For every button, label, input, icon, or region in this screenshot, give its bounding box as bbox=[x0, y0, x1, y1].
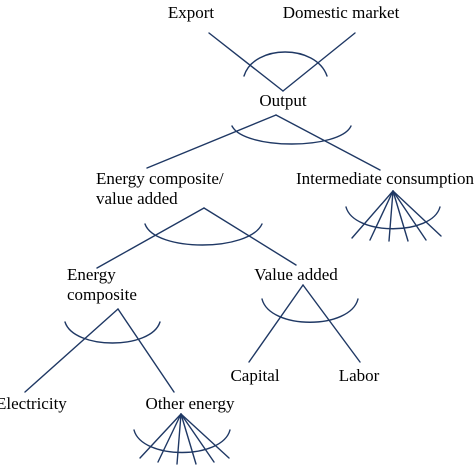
edge-export-output bbox=[208, 32, 284, 92]
fan-intermediate-2 bbox=[369, 190, 394, 241]
edge-valueadded-capital bbox=[248, 284, 304, 363]
fan-otherenergy-2 bbox=[157, 413, 182, 463]
node-energy-composite-line1: Energy bbox=[67, 265, 116, 284]
edge-ecva-energy bbox=[96, 207, 205, 269]
edge-valueadded-labor bbox=[302, 284, 361, 363]
fan-intermediate-3 bbox=[388, 190, 394, 242]
node-value-added: Value added bbox=[254, 265, 338, 284]
node-energy-composite-value-added-line2: value added bbox=[96, 189, 178, 208]
ces-arc-energy bbox=[64, 321, 161, 344]
node-intermediate-consumption: Intermediate consumption bbox=[296, 169, 474, 188]
fan-intermediate-1 bbox=[351, 190, 394, 239]
edge-output-ecva bbox=[146, 114, 277, 169]
edge-output-intermediate bbox=[275, 114, 381, 171]
fan-intermediate-6 bbox=[392, 190, 442, 237]
node-energy-composite-value-added: Energy composite/ value added bbox=[96, 169, 228, 208]
node-output: Output bbox=[259, 91, 307, 110]
node-labor: Labor bbox=[339, 366, 380, 385]
ces-arc-ecva bbox=[144, 223, 263, 246]
node-domestic-market: Domestic market bbox=[283, 3, 400, 22]
node-export: Export bbox=[168, 3, 215, 22]
fan-otherenergy-3 bbox=[176, 413, 182, 465]
ces-arc-output bbox=[231, 125, 352, 145]
leontief-arc-intermediate bbox=[345, 206, 441, 230]
fan-otherenergy-1 bbox=[139, 413, 182, 459]
fan-otherenergy-5 bbox=[180, 413, 215, 463]
edge-ecva-valueadded bbox=[203, 207, 297, 266]
fan-otherenergy-4 bbox=[180, 413, 197, 465]
node-electricity: Electricity bbox=[0, 394, 67, 413]
fan-otherenergy-6 bbox=[180, 413, 230, 459]
node-energy-composite-value-added-line1: Energy composite/ bbox=[96, 169, 224, 188]
leontief-arc-otherenergy bbox=[133, 429, 231, 454]
ces-arc-valueadded bbox=[261, 298, 359, 323]
edge-energy-otherenergy bbox=[117, 308, 175, 393]
fan-intermediate-5 bbox=[392, 190, 427, 241]
node-energy-composite: Energy composite bbox=[67, 265, 137, 304]
node-energy-composite-line2: composite bbox=[67, 285, 137, 304]
edge-energy-electricity bbox=[24, 308, 119, 393]
cet-arc-output bbox=[243, 51, 328, 77]
fan-intermediate-4 bbox=[392, 190, 409, 242]
edge-domestic-output bbox=[282, 32, 356, 92]
node-capital: Capital bbox=[230, 366, 279, 385]
node-other-energy: Other energy bbox=[146, 394, 235, 413]
